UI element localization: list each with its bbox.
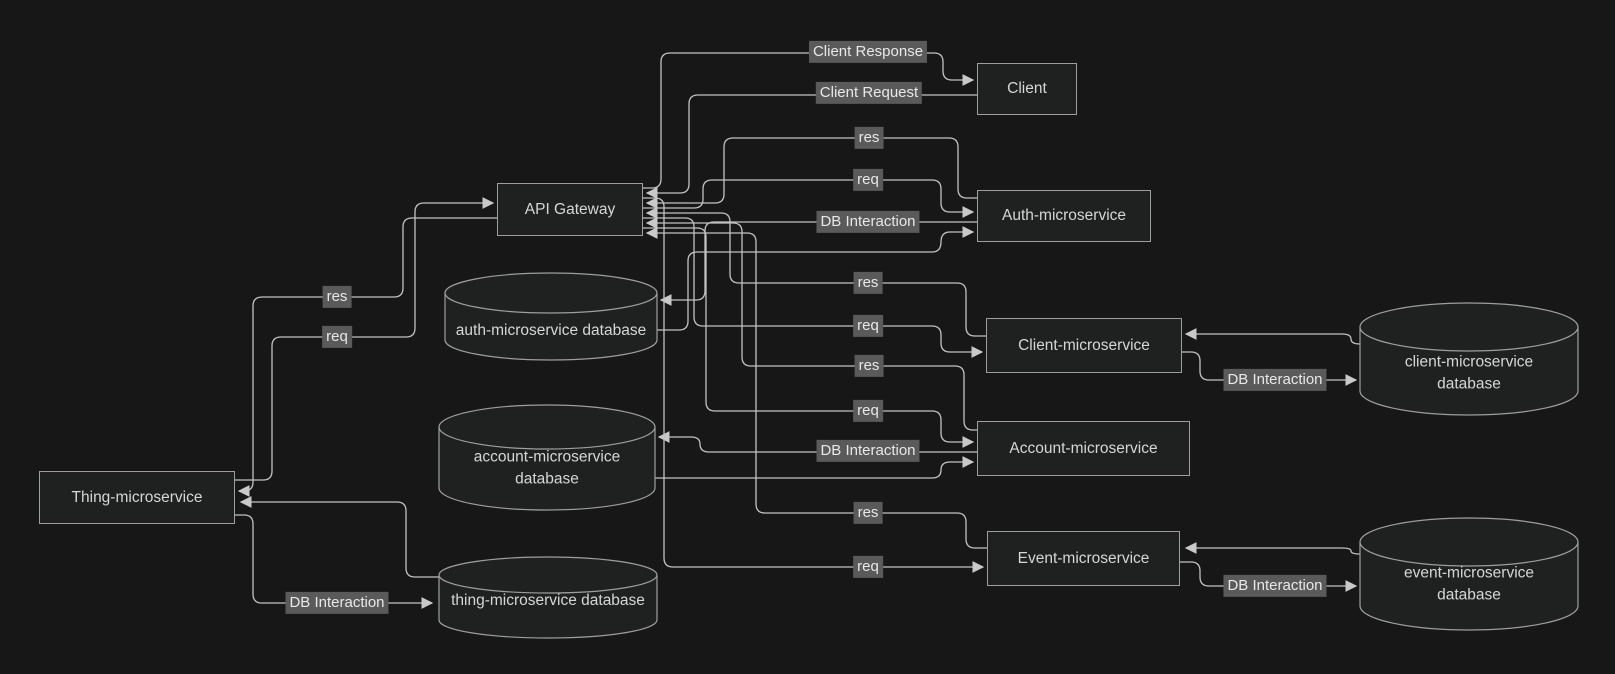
edge-label-auth-req: req — [853, 168, 883, 192]
node-thing-microservice: Thing-microservice — [39, 471, 235, 524]
edge-label-thing-db: DB Interaction — [285, 591, 389, 615]
cylinder-auth-db — [444, 272, 658, 361]
edge-label-account-db: DB Interaction — [816, 439, 920, 463]
node-api-gateway: API Gateway — [497, 183, 643, 236]
edge-clientms-gateway-res — [645, 207, 986, 337]
edge-auth-gateway-res — [645, 137, 977, 209]
edge-gateway-clientms-req — [643, 217, 984, 358]
node-thing-microservice-label: Thing-microservice — [71, 488, 203, 506]
node-event-microservice: Event-microservice — [987, 531, 1180, 586]
edge-label-account-res: res — [854, 354, 884, 378]
cylinder-client-db — [1359, 302, 1579, 416]
node-thing-db-label: thing-microservice database — [451, 591, 645, 609]
cylinder-event-db — [1359, 517, 1579, 631]
node-account-microservice-label: Account-microservice — [1009, 439, 1158, 457]
edge-label-thing-res: res — [322, 285, 352, 309]
edge-client-gateway-request — [645, 94, 977, 199]
edge-label-auth-res: res — [854, 126, 884, 150]
node-client-db-label: client-microservice database — [1404, 353, 1534, 393]
edge-label-client-response: Client Response — [808, 40, 928, 64]
edge-label-clientms-req: req — [853, 314, 883, 338]
edge-label-thing-req: req — [322, 325, 352, 349]
edge-gateway-event-req — [643, 197, 985, 573]
edge-auth-authdb-dbinteraction — [659, 221, 977, 306]
edge-gateway-auth-req — [643, 179, 975, 218]
node-client: Client — [977, 63, 1077, 115]
edge-thing-thingdb-dbinteraction — [235, 514, 434, 609]
edge-label-account-req: req — [853, 399, 883, 423]
node-event-db-label: event-microservice database — [1403, 564, 1535, 604]
cylinder-thing-db — [438, 556, 658, 639]
edge-accountdb-account-return — [655, 456, 975, 479]
node-auth-microservice-label: Auth-microservice — [1001, 207, 1127, 224]
node-account-db-label: account-microservice database — [473, 448, 621, 488]
edge-gateway-client-response — [643, 52, 975, 189]
edge-clientms-clientdb-dbinteraction — [1182, 351, 1358, 386]
edge-eventdb-event-return — [1184, 542, 1361, 555]
edge-label-clientms-res: res — [853, 271, 883, 295]
edge-label-client-request: Client Request — [815, 81, 923, 105]
edge-gateway-account-req — [643, 227, 975, 448]
node-api-gateway-label: API Gateway — [524, 200, 616, 218]
edge-clientdb-clientms-return — [1184, 328, 1361, 345]
node-auth-db-label: auth-microservice database — [455, 321, 647, 339]
node-client-microservice: Client-microservice — [986, 318, 1182, 373]
edge-event-gateway-res — [645, 227, 987, 549]
edge-label-event-res: res — [853, 501, 883, 525]
node-account-microservice: Account-microservice — [977, 421, 1190, 476]
edge-account-gateway-res — [645, 217, 977, 431]
edge-thingdb-thing-return — [239, 496, 439, 578]
node-event-microservice-label: Event-microservice — [1017, 549, 1150, 567]
edge-authdb-auth-return — [657, 226, 975, 331]
edge-label-auth-db: DB Interaction — [816, 210, 920, 234]
node-auth-microservice: Auth-microservice — [977, 190, 1151, 242]
edge-label-event-db: DB Interaction — [1223, 574, 1327, 598]
edge-label-event-req: req — [853, 555, 883, 579]
edge-event-eventdb-dbinteraction — [1180, 561, 1358, 592]
cylinder-account-db — [438, 404, 656, 511]
node-client-label: Client — [1007, 80, 1047, 97]
node-client-microservice-label: Client-microservice — [1018, 336, 1150, 354]
edge-account-accountdb-dbinteraction — [657, 431, 977, 453]
edge-label-client-db: DB Interaction — [1223, 368, 1327, 392]
